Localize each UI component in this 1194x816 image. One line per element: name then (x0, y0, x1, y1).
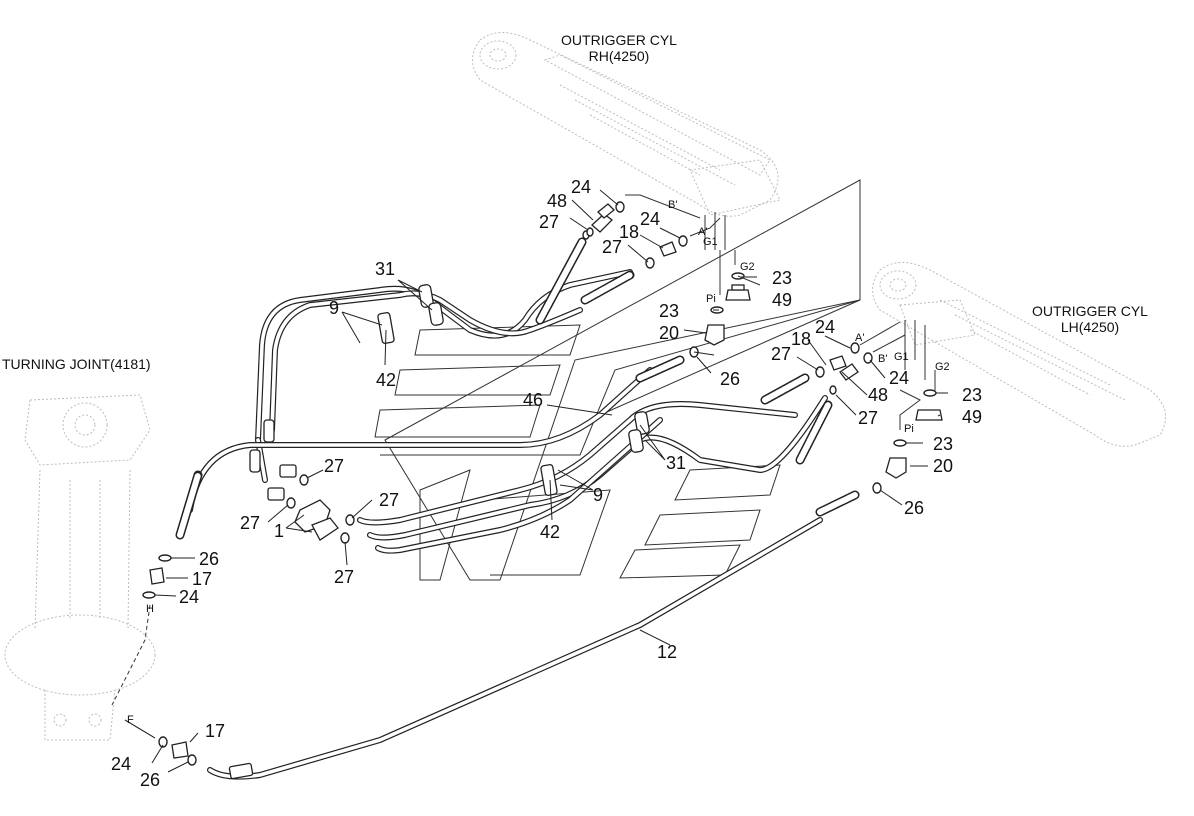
callout-49-b: 49 (962, 407, 982, 427)
callout-42-b: 42 (540, 522, 560, 542)
port-g2-lh: G2 (935, 361, 950, 373)
port-a-prime-lh: A' (855, 332, 864, 344)
fittings (142, 201, 943, 766)
callout-42-a: 42 (376, 370, 396, 390)
callout-24-e: 24 (179, 587, 199, 607)
callout-49-a: 49 (772, 290, 792, 310)
callout-31-b: 31 (666, 453, 686, 473)
callout-27-d: 27 (858, 408, 878, 428)
port-b-prime-rh: B' (668, 199, 677, 211)
callout-9-a: 9 (329, 298, 339, 318)
callout-26-b: 26 (904, 498, 924, 518)
callout-48-b: 48 (868, 385, 888, 405)
lh-cylinder-title-line2: LH(4250) (1061, 319, 1119, 335)
outrigger-cylinder-lh (872, 262, 1167, 447)
callout-31-a: 31 (375, 259, 395, 279)
port-b-prime-lh: B' (878, 353, 887, 365)
steel-pipe-lower-bundle (357, 395, 828, 554)
callout-23-a: 23 (772, 268, 792, 288)
callout-20-b: 20 (933, 456, 953, 476)
outrigger-cylinder-rh (472, 32, 781, 217)
port-a-prime-rh: A' (698, 226, 707, 238)
port-f: F (127, 714, 134, 726)
part-callouts: 24 48 27 24 18 27 31 9 42 23 49 23 20 26… (111, 177, 982, 790)
callout-23-c: 23 (962, 385, 982, 405)
callout-27-f: 27 (379, 490, 399, 510)
callout-27-b: 27 (602, 237, 622, 257)
callout-27-g: 27 (240, 513, 260, 533)
turning-joint-title: TURNING JOINT(4181) (2, 356, 151, 372)
hose-12 (207, 517, 823, 780)
rh-cylinder-title-line2: RH(4250) (589, 48, 650, 64)
port-dimension-lines (111, 194, 936, 739)
callout-9-b: 9 (593, 485, 603, 505)
port-pi-lh: Pi (904, 423, 914, 435)
callout-23-d: 23 (933, 434, 953, 454)
port-g1-rh: G1 (703, 236, 718, 248)
hose-lines (175, 237, 860, 540)
callout-26-c: 26 (199, 549, 219, 569)
port-g2-rh: G2 (740, 261, 755, 273)
callout-23-b: 23 (659, 301, 679, 321)
callout-46: 46 (523, 390, 543, 410)
lh-cylinder-title-line1: OUTRIGGER CYL (1032, 303, 1148, 319)
callout-24-d: 24 (889, 368, 909, 388)
callout-24-c: 24 (815, 317, 835, 337)
port-pi-rh: Pi (706, 293, 716, 305)
callout-24-a: 24 (571, 177, 591, 197)
callout-27-a: 27 (539, 212, 559, 232)
callout-48-a: 48 (547, 191, 567, 211)
callout-18-b: 18 (791, 329, 811, 349)
callout-26-a: 26 (720, 369, 740, 389)
port-g1-lh: G1 (894, 351, 909, 363)
callout-20-a: 20 (659, 323, 679, 343)
callout-1: 1 (274, 521, 284, 541)
callout-27-h: 27 (334, 567, 354, 587)
callout-18-a: 18 (619, 222, 639, 242)
port-labels: B' A' G1 G2 Pi A' B' G1 G2 Pi H F (127, 199, 950, 726)
pipe-clamps (249, 284, 650, 496)
steel-pipe-upper-bundle (255, 269, 633, 483)
rh-cylinder-title-line1: OUTRIGGER CYL (561, 32, 677, 48)
callout-26-d: 26 (140, 770, 160, 790)
callout-24-f: 24 (111, 754, 131, 774)
callout-17-a: 17 (192, 569, 212, 589)
callout-27-e: 27 (324, 456, 344, 476)
callout-24-b: 24 (640, 209, 660, 229)
port-h: H (146, 603, 154, 615)
callout-17-b: 17 (205, 721, 225, 741)
callout-12: 12 (657, 642, 677, 662)
title-labels: OUTRIGGER CYL RH(4250) OUTRIGGER CYL LH(… (2, 32, 1148, 372)
leader-lines (151, 189, 948, 773)
callout-27-c: 27 (771, 344, 791, 364)
turning-joint (4, 394, 156, 741)
